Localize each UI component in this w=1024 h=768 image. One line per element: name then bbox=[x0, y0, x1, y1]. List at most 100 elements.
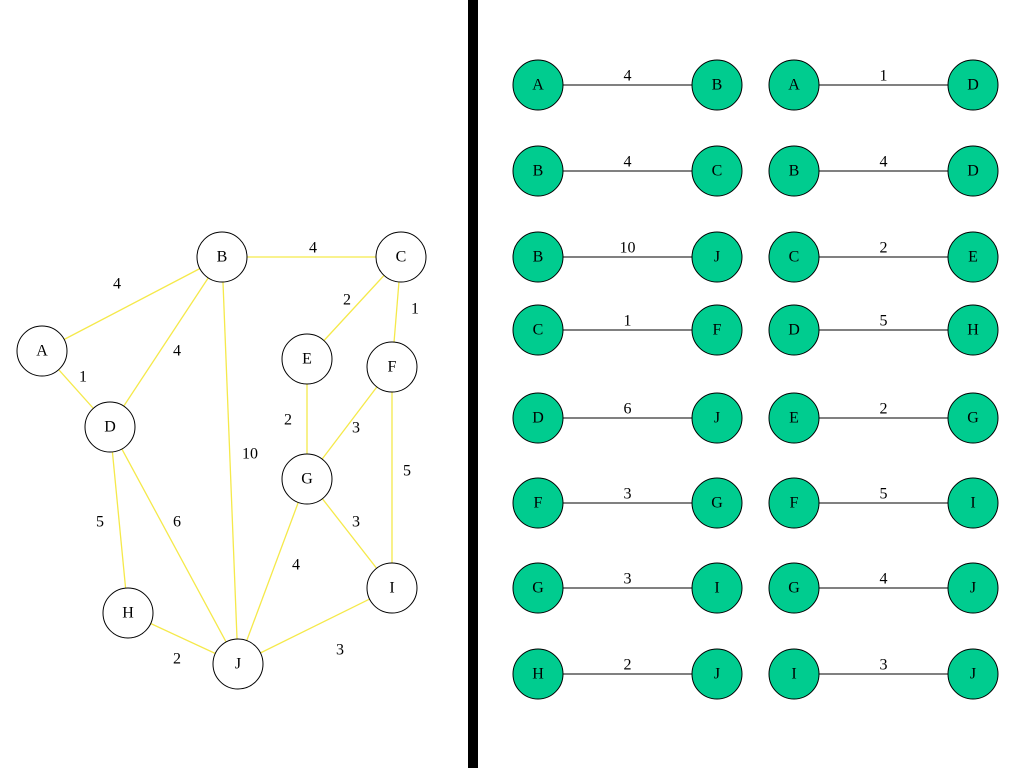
edge-list-node-b: B bbox=[691, 59, 743, 111]
graph-node-circle bbox=[16, 325, 68, 377]
edge-list-weight: 6 bbox=[624, 401, 632, 418]
graph-node-label: E bbox=[302, 351, 312, 368]
graph-edge-weight: 3 bbox=[352, 420, 360, 437]
graph-node-circle bbox=[84, 401, 136, 453]
graph-node-circle bbox=[212, 638, 264, 690]
edge-list-node-label: B bbox=[533, 249, 544, 266]
graph-node-a: A bbox=[16, 325, 68, 377]
edge-list-node-circle bbox=[947, 145, 999, 197]
edge-list-node-b: B bbox=[512, 145, 564, 197]
edge-list-weight: 2 bbox=[880, 401, 888, 418]
edge-list-node-j: J bbox=[691, 648, 743, 700]
edge-list-node-label: G bbox=[967, 410, 979, 427]
edge-list-node-j: J bbox=[947, 648, 999, 700]
graph-node-label: J bbox=[235, 656, 241, 673]
graph-node-e: E bbox=[281, 333, 333, 385]
graph-node-circle bbox=[375, 231, 427, 283]
edge-list-node-circle bbox=[768, 304, 820, 356]
edge-list-node-c: C bbox=[512, 304, 564, 356]
edge-list-weight: 4 bbox=[624, 154, 632, 171]
graph-edge-b-d bbox=[109, 256, 223, 428]
edge-list-node-g: G bbox=[691, 477, 743, 529]
edge-list-node-circle bbox=[768, 648, 820, 700]
edge-list-node-label: F bbox=[534, 495, 543, 512]
graph-edge-weight: 2 bbox=[173, 651, 181, 668]
edge-list-node-circle bbox=[512, 477, 564, 529]
edge-list-item: 3F G bbox=[512, 477, 743, 529]
edge-list-node-circle bbox=[691, 304, 743, 356]
edge-list-item: 4B D bbox=[768, 145, 999, 197]
edge-list-weight: 3 bbox=[624, 486, 632, 503]
edge-list-item: 2 C E bbox=[768, 231, 999, 283]
edge-list-node-label: D bbox=[532, 410, 544, 427]
graph-node-label: G bbox=[301, 471, 313, 488]
graph-node-f: F bbox=[366, 341, 418, 393]
graph-edge-weight: 4 bbox=[113, 276, 121, 293]
edge-list-node-a: A bbox=[512, 59, 564, 111]
edge-list-node-circle bbox=[691, 477, 743, 529]
graph-node-label: H bbox=[122, 605, 134, 622]
edge-list-weight: 4 bbox=[624, 68, 632, 85]
graph-node-label: I bbox=[389, 580, 394, 597]
graph-edge-weight: 4 bbox=[309, 240, 317, 257]
edge-list-node-label: D bbox=[788, 322, 800, 339]
edge-list-item: 4 B C bbox=[512, 145, 743, 197]
edge-list-weight: 4 bbox=[880, 154, 888, 171]
graph-edge-weight: 6 bbox=[173, 514, 181, 531]
edge-list-node-j: J bbox=[691, 231, 743, 283]
graph-edge-g-j bbox=[237, 478, 308, 665]
edge-list-item: 10B J bbox=[512, 231, 743, 283]
graph-edge-i-j bbox=[237, 587, 393, 665]
graph-node-circle bbox=[366, 562, 418, 614]
edge-list-node-circle bbox=[691, 562, 743, 614]
edge-list-node-label: B bbox=[789, 163, 800, 180]
edge-list-node-circle bbox=[691, 231, 743, 283]
graph-node-c: C bbox=[375, 231, 427, 283]
edge-list-weight: 2 bbox=[880, 240, 888, 257]
edge-list-weight: 10 bbox=[620, 240, 636, 257]
edge-list-node-label: E bbox=[789, 410, 799, 427]
edge-list-node-j: J bbox=[947, 562, 999, 614]
edge-list-node-circle bbox=[768, 59, 820, 111]
edge-list-node-circle bbox=[947, 304, 999, 356]
edge-list-node-circle bbox=[691, 145, 743, 197]
graph-node-circle bbox=[102, 587, 154, 639]
edge-list-node-d: D bbox=[512, 392, 564, 444]
edge-list-node-circle bbox=[947, 392, 999, 444]
edge-list-node-d: D bbox=[768, 304, 820, 356]
graph-edge-weight: 2 bbox=[343, 292, 351, 309]
graph-node-j: J bbox=[212, 638, 264, 690]
edge-list-node-g: G bbox=[947, 392, 999, 444]
graph-edge-d-j bbox=[109, 426, 239, 665]
edge-list-weight: 3 bbox=[880, 657, 888, 674]
edge-list-node-c: C bbox=[768, 231, 820, 283]
edge-list-node-label: E bbox=[968, 249, 978, 266]
graph-node-h: H bbox=[102, 587, 154, 639]
graph-edge-weight: 4 bbox=[173, 343, 181, 360]
edge-list-node-c: C bbox=[691, 145, 743, 197]
edge-list-node-label: D bbox=[967, 77, 979, 94]
edge-list-node-circle bbox=[512, 648, 564, 700]
edge-list-node-label: D bbox=[967, 163, 979, 180]
edge-list-node-label: I bbox=[970, 495, 975, 512]
edge-list-node-label: H bbox=[532, 666, 544, 683]
edge-list-node-circle bbox=[947, 648, 999, 700]
edge-list-node-label: C bbox=[712, 163, 723, 180]
graph-edge-weight: 10 bbox=[242, 446, 258, 463]
edge-list-node-h: H bbox=[512, 648, 564, 700]
panel-divider bbox=[468, 0, 478, 768]
edge-list-node-e: E bbox=[768, 392, 820, 444]
graph-edge-weight: 1 bbox=[79, 369, 87, 386]
edge-list-weight: 1 bbox=[624, 313, 632, 330]
edge-list-node-circle bbox=[512, 562, 564, 614]
edge-list-node-circle bbox=[512, 145, 564, 197]
graph-node-circle bbox=[281, 453, 333, 505]
graph-node-circle bbox=[366, 341, 418, 393]
